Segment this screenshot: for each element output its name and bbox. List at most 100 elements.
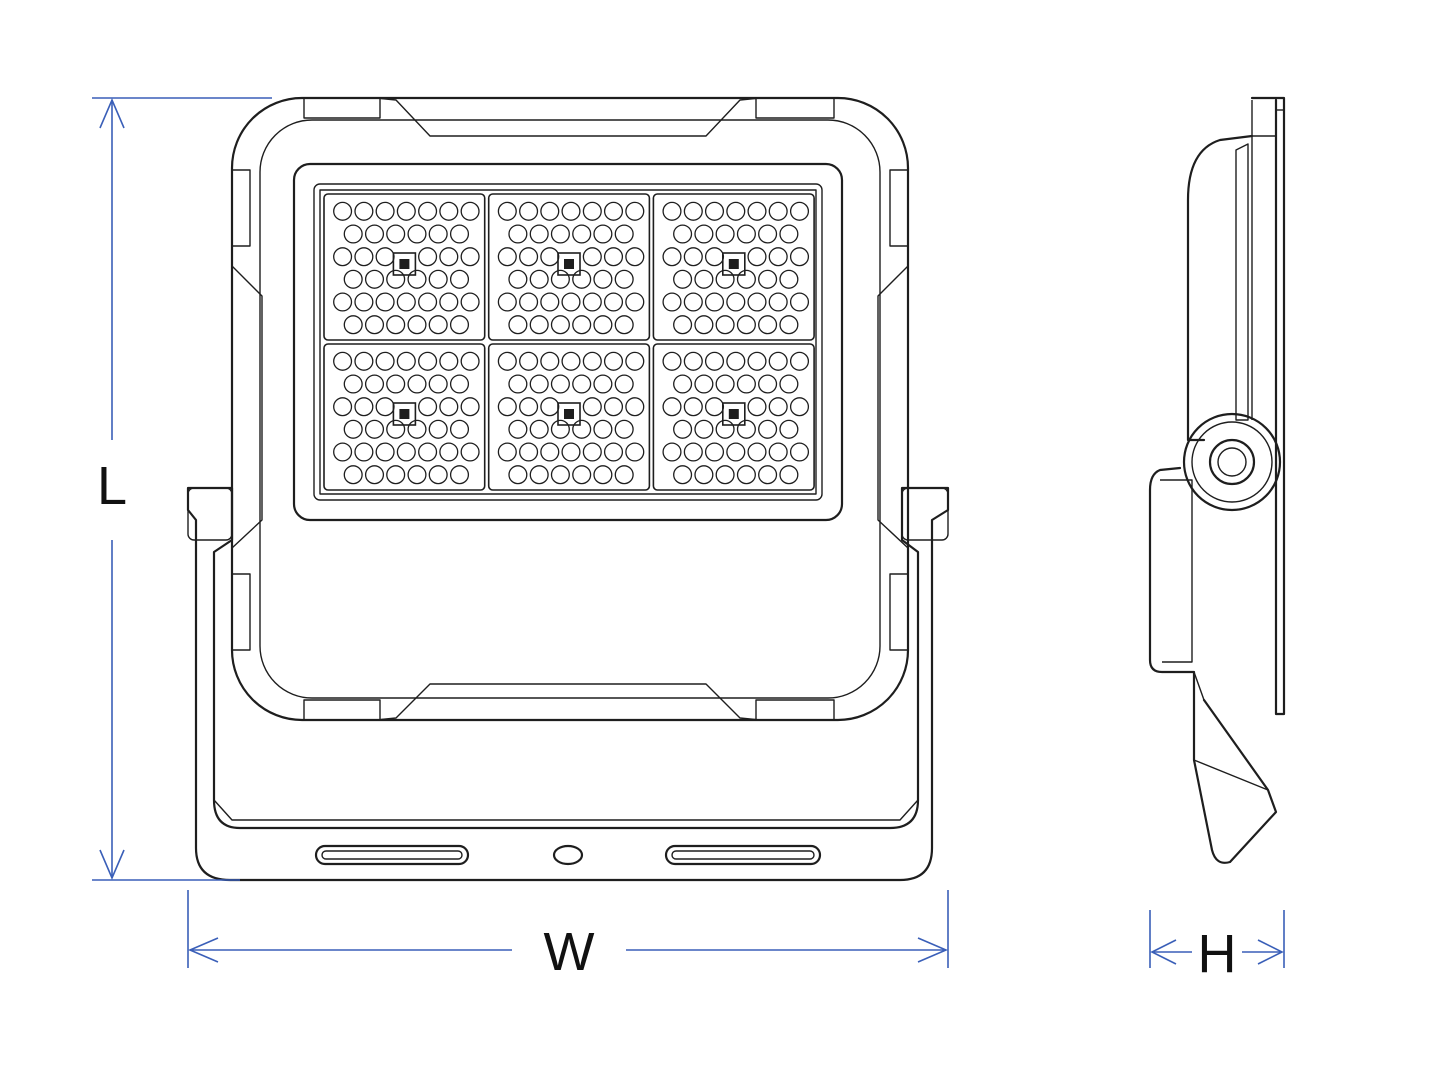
- led-lens: [386, 419, 406, 439]
- led-lens: [704, 442, 725, 462]
- led-lens: [333, 201, 353, 221]
- led-lens: [779, 465, 799, 485]
- led-lens: [540, 201, 560, 221]
- led-lens: [625, 247, 645, 267]
- mounting-hole: [552, 844, 584, 866]
- led-lens: [508, 315, 528, 335]
- led-lens: [386, 374, 406, 394]
- led-lens: [614, 315, 634, 335]
- led-lens: [449, 224, 470, 244]
- led-lens: [694, 419, 714, 439]
- led-lens: [614, 419, 634, 439]
- led-lens: [572, 374, 592, 394]
- led-lens: [625, 442, 645, 462]
- led-lens: [683, 247, 703, 267]
- led-lens: [529, 269, 549, 289]
- lens-window: [292, 162, 844, 522]
- led-lens: [758, 465, 778, 485]
- led-lens: [396, 351, 416, 371]
- led-chip-core: [399, 259, 410, 269]
- led-lens: [582, 442, 602, 462]
- led-lens: [614, 224, 634, 244]
- led-lens: [768, 201, 788, 221]
- led-lens: [789, 201, 810, 221]
- led-lens: [789, 442, 810, 462]
- dimension-lines: L W H: [92, 97, 1285, 984]
- led-lens: [593, 269, 613, 289]
- led-lens: [364, 419, 385, 439]
- led-lens: [343, 419, 363, 439]
- led-lens: [386, 315, 406, 335]
- led-lens: [747, 292, 767, 312]
- led-lens: [768, 442, 788, 462]
- led-lens: [343, 465, 363, 485]
- led-lens: [375, 351, 395, 371]
- side-view: [1148, 96, 1286, 864]
- led-chip: [721, 402, 746, 426]
- led-lens: [747, 247, 767, 267]
- pivot-knob: [1182, 412, 1282, 512]
- led-lens: [768, 292, 788, 312]
- led-lens: [428, 315, 448, 335]
- led-lens: [673, 465, 693, 485]
- led-lens: [779, 315, 799, 335]
- led-lens: [418, 442, 438, 462]
- led-lens: [407, 374, 427, 394]
- led-lens: [603, 397, 624, 417]
- led-lens: [561, 351, 581, 371]
- led-lens: [449, 269, 470, 289]
- led-lens: [497, 201, 517, 221]
- led-module: [323, 343, 486, 491]
- led-lens: [603, 351, 624, 371]
- led-lens: [662, 201, 682, 221]
- led-lens: [603, 247, 624, 267]
- led-lens: [519, 247, 539, 267]
- led-lens: [396, 442, 416, 462]
- led-lens: [333, 292, 353, 312]
- led-lens: [779, 419, 799, 439]
- led-chip-core: [728, 409, 739, 419]
- led-lens: [428, 269, 448, 289]
- led-lens: [439, 397, 459, 417]
- led-lens: [572, 269, 592, 289]
- led-lens: [673, 224, 693, 244]
- led-lens: [540, 292, 560, 312]
- led-lens: [407, 224, 427, 244]
- led-lens: [582, 247, 602, 267]
- led-lens: [789, 397, 810, 417]
- led-lens: [449, 374, 470, 394]
- led-lens: [519, 351, 539, 371]
- led-lens: [407, 465, 427, 485]
- led-chip: [392, 402, 417, 426]
- led-lens: [396, 292, 416, 312]
- led-lens: [508, 374, 528, 394]
- led-lens: [726, 292, 746, 312]
- led-lens: [497, 397, 517, 417]
- led-lens: [683, 201, 703, 221]
- led-chip-core: [399, 409, 410, 419]
- led-lens: [354, 247, 374, 267]
- led-lens: [704, 201, 725, 221]
- led-lens: [736, 374, 756, 394]
- led-lens: [736, 419, 756, 439]
- led-lens: [582, 292, 602, 312]
- led-lens: [704, 292, 725, 312]
- led-lens: [519, 397, 539, 417]
- led-lens: [418, 397, 438, 417]
- led-lens: [758, 419, 778, 439]
- led-lens: [343, 269, 363, 289]
- led-lens: [625, 292, 645, 312]
- led-lens: [715, 315, 735, 335]
- led-lens: [529, 315, 549, 335]
- led-lens: [789, 351, 810, 371]
- led-lens: [614, 465, 634, 485]
- led-chip: [721, 252, 746, 276]
- led-lens: [736, 465, 756, 485]
- led-lens: [736, 269, 756, 289]
- led-lens: [460, 397, 480, 417]
- led-lens: [758, 224, 778, 244]
- led-lens: [550, 224, 570, 244]
- led-lens: [428, 374, 448, 394]
- led-lens: [460, 201, 480, 221]
